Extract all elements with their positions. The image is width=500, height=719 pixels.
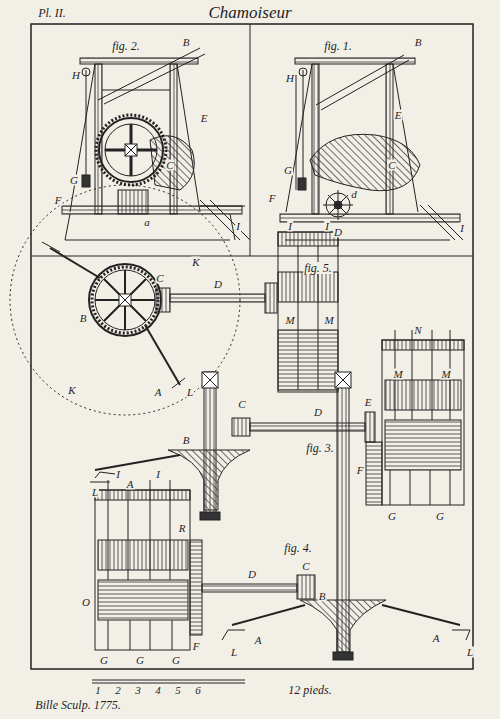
figure-caption: fig. 3.	[305, 442, 335, 454]
callout-letter: I	[115, 469, 121, 480]
callout-letter: 4	[154, 685, 162, 696]
callout-letter: B	[318, 591, 327, 602]
fig4-elevation	[95, 372, 470, 660]
figure-caption: fig. 4.	[283, 542, 313, 554]
callout-letter: G	[99, 655, 109, 666]
callout-letter: M	[284, 315, 295, 326]
callout-letter: L	[230, 647, 238, 658]
callout-letter: B	[182, 435, 191, 446]
fig2-mill	[62, 48, 250, 240]
callout-letter: 5	[174, 685, 182, 696]
figure-caption: Bille Sculp. 1775.	[34, 699, 121, 711]
callout-letter: H	[285, 73, 295, 84]
callout-letter: A	[254, 635, 263, 646]
callout-letter: G	[69, 175, 79, 186]
callout-letter: A	[432, 633, 441, 644]
callout-letter: L	[466, 647, 474, 658]
plate-title: Chamoiseur	[208, 3, 291, 23]
callout-letter: K	[191, 257, 200, 268]
callout-letter: N	[413, 325, 422, 336]
callout-letter: M	[323, 315, 334, 326]
callout-letter: E	[364, 397, 373, 408]
callout-letter: C	[301, 561, 310, 572]
callout-letter: G	[135, 655, 145, 666]
figure-caption: 12 pieds.	[287, 684, 332, 696]
figure-caption: fig. 1.	[323, 40, 353, 52]
callout-letter: L	[91, 487, 99, 498]
callout-letter: C	[387, 160, 396, 171]
figure-caption: Pl. II.	[37, 7, 67, 19]
callout-letter: C	[237, 399, 246, 410]
callout-letter: I	[324, 221, 330, 232]
callout-letter: L	[186, 387, 194, 398]
callout-letter: F	[192, 641, 201, 652]
scale-bar	[92, 680, 245, 683]
callout-letter: E	[200, 113, 209, 124]
callout-letter: B	[79, 313, 88, 324]
callout-letter: I	[155, 469, 161, 480]
callout-letter: D	[333, 227, 343, 238]
callout-letter: B	[414, 37, 423, 48]
callout-letter: M	[392, 369, 403, 380]
callout-letter: A	[126, 479, 135, 490]
callout-letter: I	[235, 221, 241, 232]
callout-letter: R	[178, 523, 187, 534]
callout-letter: O	[81, 597, 91, 608]
callout-letter: G	[171, 655, 181, 666]
callout-letter: F	[54, 195, 63, 206]
callout-letter: G	[387, 511, 397, 522]
callout-letter: 1	[94, 685, 102, 696]
fig5-plan	[10, 185, 338, 415]
callout-letter: 3	[134, 685, 142, 696]
callout-letter: F	[356, 465, 365, 476]
callout-letter: d	[350, 189, 358, 200]
callout-letter: E	[394, 110, 403, 121]
callout-letter: D	[247, 569, 257, 580]
callout-letter: B	[182, 37, 191, 48]
callout-letter: H	[71, 70, 81, 81]
callout-letter: F	[268, 193, 277, 204]
callout-letter: C	[155, 273, 164, 284]
figure-caption: fig. 5.	[303, 262, 333, 274]
callout-letter: a	[143, 217, 151, 228]
callout-letter: G	[435, 511, 445, 522]
callout-letter: D	[213, 279, 223, 290]
callout-letter: I	[459, 223, 465, 234]
callout-letter: 2	[114, 685, 122, 696]
callout-letter: K	[67, 385, 76, 396]
fig3-elevation	[90, 330, 464, 520]
callout-letter: M	[440, 369, 451, 380]
callout-letter: 6	[194, 685, 202, 696]
callout-letter: C	[165, 160, 174, 171]
callout-letter: I	[287, 221, 293, 232]
figure-caption: fig. 2.	[111, 40, 141, 52]
callout-letter: D	[313, 407, 323, 418]
fig1-mill	[280, 55, 463, 240]
callout-letter: G	[283, 165, 293, 176]
callout-letter: A	[154, 387, 163, 398]
